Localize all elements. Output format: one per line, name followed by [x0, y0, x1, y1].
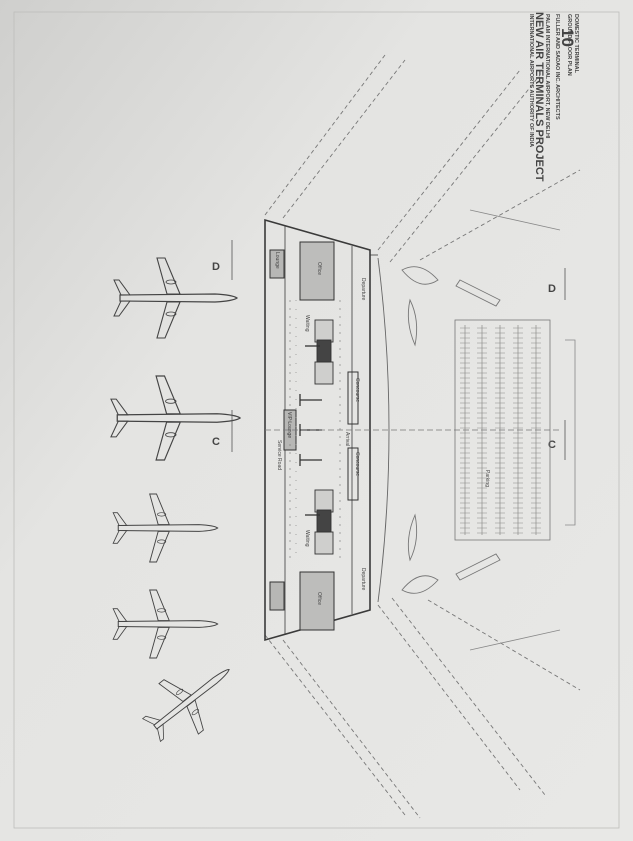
- traffic-islands: [401, 266, 501, 594]
- label-waiting-bottom: Waiting: [304, 530, 310, 547]
- title-line-airport: PALAM INTERNATIONAL AIRPORT, NEW DELHI: [544, 14, 550, 139]
- parking-stalls: [460, 325, 541, 535]
- label-parking: Parking: [484, 470, 490, 487]
- title-line-drawing: GROUND FLOOR PLAN: [566, 14, 572, 76]
- label-office-top: Office: [316, 262, 322, 275]
- label-concourse-top: Concourse: [354, 378, 360, 402]
- title-line-terminal: DOMESTIC TERMINAL: [573, 14, 579, 74]
- title-line-architects: FULLER AND SADAO INC. ARCHITECTS: [554, 14, 560, 120]
- label-service-road: Service Road: [276, 440, 282, 470]
- label-departure-top: Departure: [360, 278, 366, 300]
- title-sheet-number: 10: [558, 28, 577, 47]
- title-line-project: NEW AIR TERMINALS PROJECT: [533, 12, 545, 182]
- section-mark-c-bottom: C: [548, 439, 556, 451]
- section-markers: [231, 240, 566, 460]
- label-vip-lounge: VIP Lounge: [286, 412, 292, 438]
- section-mark-c-top: C: [212, 436, 220, 448]
- section-mark-d-top: D: [212, 261, 220, 273]
- section-mark-d-bottom: D: [548, 283, 556, 295]
- check-in-islands: [314, 319, 334, 555]
- sheet-frame: [13, 11, 620, 829]
- parking-lot: [454, 319, 551, 541]
- gate-bridges: [299, 345, 322, 516]
- label-arrival: Arrival: [344, 432, 350, 446]
- title-block: INTERNATIONAL AIRPORTS AUTHORITY OF INDI…: [528, 12, 579, 182]
- label-departure-bottom: Departure: [360, 568, 366, 590]
- label-waiting-top: Waiting: [304, 315, 310, 332]
- plan-labels: Service Road Office Office Departure Dep…: [274, 252, 490, 605]
- ring-road: [469, 209, 576, 651]
- office-blocks: [299, 241, 335, 631]
- approach-roads: [264, 54, 581, 819]
- forecourt-curb: [377, 257, 390, 603]
- label-office-bottom: Office: [316, 592, 322, 605]
- label-lounge: Lounge: [274, 252, 280, 269]
- title-line-authority: INTERNATIONAL AIRPORTS AUTHORITY OF INDI…: [528, 14, 534, 147]
- label-concourse-bottom: Concourse: [354, 452, 360, 476]
- concourse-strips: [347, 371, 359, 501]
